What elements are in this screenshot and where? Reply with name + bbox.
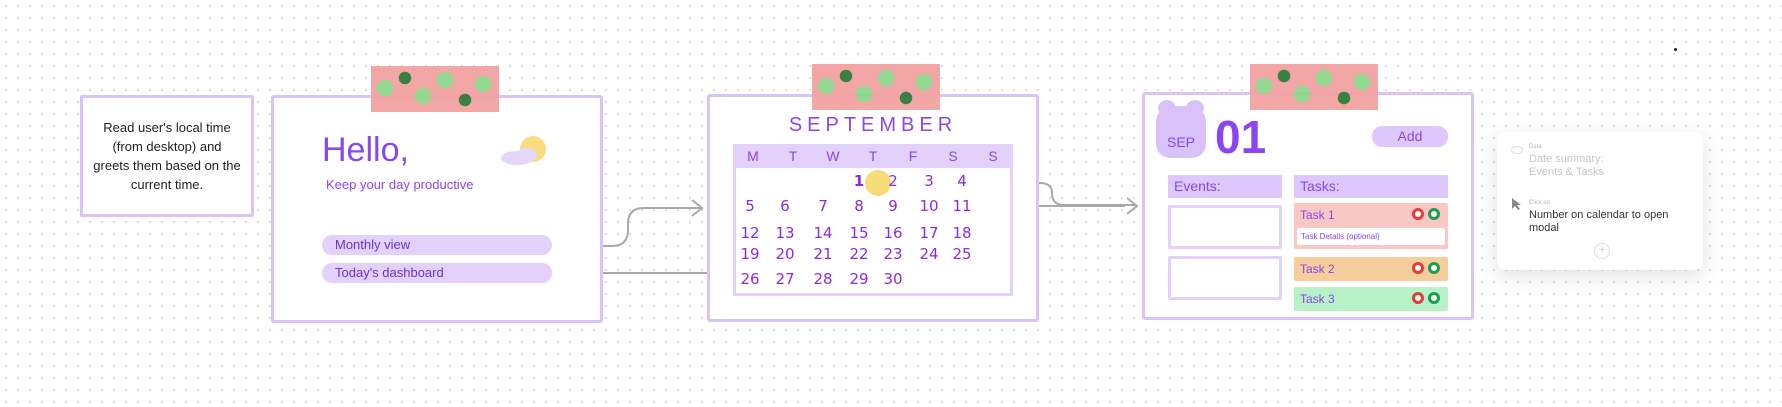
monthly-view-label: Monthly view (335, 237, 411, 252)
eye-icon (1511, 146, 1523, 154)
calendar-day[interactable]: 2 (888, 172, 898, 190)
calendar-day[interactable]: 24 (919, 245, 939, 263)
todays-dashboard-label: Today's dashboard (335, 265, 444, 280)
task-card[interactable]: Task 1 Task Details (optional) (1294, 203, 1448, 249)
annotation-tag: Click on (1529, 200, 1551, 206)
calendar-day[interactable]: 22 (849, 245, 869, 263)
weekday-label: M (747, 148, 759, 164)
task-row: Task 2 (1294, 257, 1446, 281)
calendar-day[interactable]: 13 (775, 224, 795, 242)
calendar-day[interactable]: 26 (740, 270, 760, 288)
calendar-day[interactable]: 21 (813, 245, 833, 263)
complete-task-icon[interactable] (1428, 292, 1440, 304)
calendar-day[interactable]: 18 (952, 224, 972, 242)
event-slot[interactable] (1168, 205, 1282, 249)
calendar-day[interactable]: 30 (883, 270, 903, 288)
calendar-day[interactable]: 16 (883, 224, 903, 242)
monthly-view-button[interactable]: Monthly view (322, 235, 552, 255)
weekday-label: W (826, 148, 840, 164)
calendar-day[interactable]: 27 (775, 270, 795, 288)
greeting-subtitle: Keep your day productive (326, 177, 474, 192)
add-annotation-button[interactable]: + (1594, 243, 1610, 259)
washi-tape (371, 66, 499, 112)
task-label: Task 3 (1300, 292, 1335, 306)
calendar-day[interactable]: 6 (780, 197, 790, 215)
calendar-day[interactable]: 17 (919, 224, 939, 242)
arrow-monthly-to-calendar (553, 207, 700, 247)
dashboard-day: 01 (1215, 111, 1267, 163)
calendar-day[interactable]: 15 (849, 224, 869, 242)
calendar-grid (733, 168, 1013, 296)
calendar-day[interactable]: 14 (813, 224, 833, 242)
calendar-day[interactable]: 12 (740, 224, 760, 242)
calendar-day[interactable]: 4 (957, 172, 967, 190)
add-button[interactable]: Add (1372, 126, 1448, 147)
dashboard-month: SEP (1166, 134, 1195, 150)
calendar-day[interactable]: 1 (853, 172, 865, 190)
calendar-day[interactable]: 19 (740, 245, 760, 263)
weekday-label: S (948, 148, 958, 164)
arrow-day1-to-dashboard (892, 182, 1135, 206)
delete-task-icon[interactable] (1412, 262, 1424, 274)
calendar-day[interactable]: 29 (849, 270, 869, 288)
todays-dashboard-button[interactable]: Today's dashboard (322, 263, 552, 283)
calendar-day[interactable]: 10 (919, 197, 939, 215)
calendar-day[interactable]: 5 (745, 197, 755, 215)
cursor-icon (1512, 198, 1521, 210)
annotation-tag: Data (1529, 144, 1542, 150)
greeting-frame (271, 95, 603, 323)
washi-tape (812, 64, 940, 110)
calendar-day[interactable]: 9 (888, 197, 898, 215)
weekday-label: F (908, 148, 918, 164)
calendar-day[interactable]: 20 (775, 245, 795, 263)
today-highlight (865, 170, 891, 196)
calendar-day[interactable]: 23 (883, 245, 903, 263)
task-card[interactable]: Task 3 (1294, 287, 1448, 311)
events-header: Events: (1168, 175, 1282, 198)
complete-task-icon[interactable] (1428, 208, 1440, 220)
greeting-title: Hello, (322, 131, 409, 169)
sun-cloud-icon (501, 136, 546, 165)
calendar-day[interactable]: 28 (813, 270, 833, 288)
annotation-text: Number on calendar to open modal (1529, 209, 1669, 234)
calendar-day[interactable]: 7 (818, 197, 828, 215)
task-row: Task 1 (1294, 203, 1446, 227)
weekday-label: S (988, 148, 998, 164)
dot-marker (1674, 48, 1677, 51)
note-card: Read user's local time (from desktop) an… (80, 95, 254, 217)
task-label: Task 2 (1300, 262, 1335, 276)
note-text: Read user's local time (from desktop) an… (93, 120, 241, 192)
frog-calendar-icon (1156, 100, 1206, 158)
calendar-day[interactable]: 3 (924, 172, 934, 190)
delete-task-icon[interactable] (1412, 292, 1424, 304)
task-details: Task Details (optional) (1297, 228, 1445, 245)
task-card[interactable]: Task 2 (1294, 257, 1448, 281)
calendar-frame (707, 94, 1039, 322)
weekday-header: M T W T F S S (733, 144, 1013, 168)
task-row: Task 3 (1294, 287, 1446, 311)
task-label: Task 1 (1300, 208, 1335, 222)
calendar-month-title: SEPTEMBER (788, 114, 958, 136)
weekday-label: T (788, 148, 798, 164)
annotation-text: Date summary: Events & Tasks (1529, 153, 1604, 178)
tasks-header: Tasks: (1294, 175, 1448, 198)
delete-task-icon[interactable] (1412, 208, 1424, 220)
complete-task-icon[interactable] (1428, 262, 1440, 274)
calendar-day[interactable]: 25 (952, 245, 972, 263)
calendar-day[interactable]: 11 (952, 197, 972, 215)
calendar-day[interactable]: 8 (854, 197, 864, 215)
event-slot[interactable] (1168, 256, 1282, 300)
weekday-label: T (868, 148, 878, 164)
washi-tape (1250, 64, 1378, 110)
